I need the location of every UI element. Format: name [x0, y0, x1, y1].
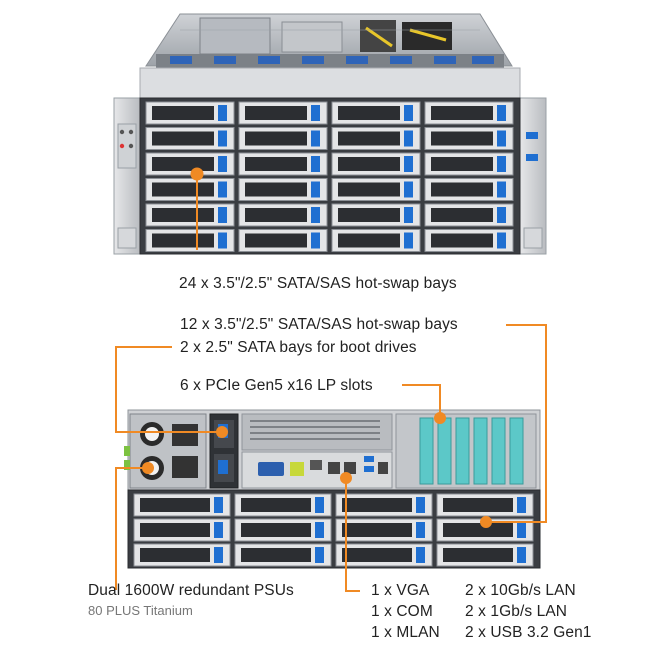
- pcie-slot: [419, 417, 434, 485]
- pcie-slots-label: 6 x PCIe Gen5 x16 LP slots: [180, 377, 373, 394]
- psu-label: Dual 1600W redundant PSUs: [88, 582, 294, 599]
- io-10g-lan-label: 2 x 10Gb/s LAN: [465, 582, 576, 599]
- io-vga-label: 1 x VGA: [371, 582, 430, 599]
- io-1g-lan-label: 2 x 1Gb/s LAN: [465, 603, 568, 620]
- pcie-slot: [509, 417, 524, 485]
- front-chassis-image: [113, 13, 547, 255]
- psu-sub-label: 80 PLUS Titanium: [88, 603, 193, 618]
- front-callout-line: [190, 167, 204, 250]
- rear-bays-label: 12 x 3.5"/2.5" SATA/SAS hot-swap bays: [180, 316, 458, 333]
- pcie-slot: [455, 417, 470, 485]
- io-mlan-label: 1 x MLAN: [371, 624, 440, 641]
- front-bays-label: 24 x 3.5"/2.5" SATA/SAS hot-swap bays: [179, 275, 457, 292]
- pcie-slot: [491, 417, 506, 485]
- pcie-slot: [473, 417, 488, 485]
- io-com-label: 1 x COM: [371, 603, 433, 620]
- boot-bays-label: 2 x 2.5" SATA bays for boot drives: [180, 339, 417, 356]
- io-usb-label: 2 x USB 3.2 Gen1: [465, 624, 592, 641]
